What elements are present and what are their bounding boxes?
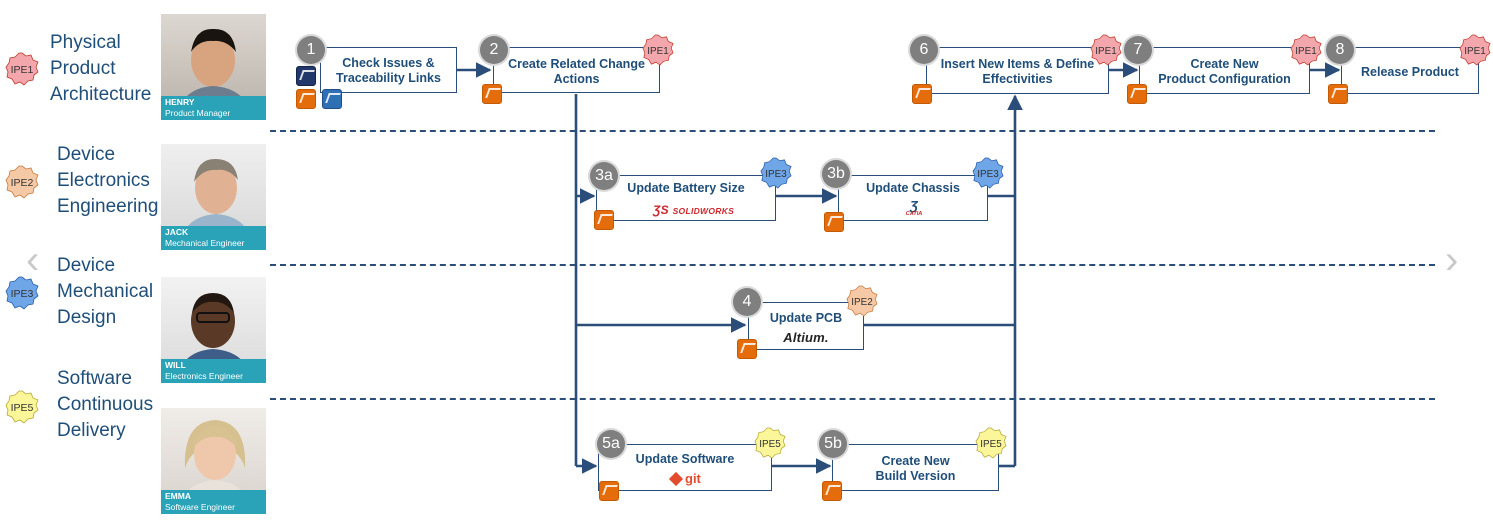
svg-text:IPE5: IPE5 bbox=[759, 439, 781, 450]
enovia-tool-icon[interactable] bbox=[822, 481, 842, 501]
enovia-tool-icon[interactable] bbox=[599, 481, 619, 501]
step-5a-title: Update Software bbox=[635, 452, 735, 466]
svg-text:IPE3: IPE3 bbox=[977, 169, 999, 180]
next-slide-chevron-icon[interactable]: › bbox=[1445, 238, 1459, 282]
step-3a-badge: IPE3 bbox=[760, 157, 792, 189]
prev-slide-chevron-icon[interactable]: ‹ bbox=[26, 238, 40, 282]
step-6-number: 6 bbox=[910, 36, 938, 64]
step-6-box[interactable]: Insert New Items & Define Effectivities bbox=[926, 47, 1109, 94]
step-7-number: 7 bbox=[1124, 36, 1152, 64]
enovia-tool-icon[interactable] bbox=[1127, 84, 1147, 104]
svg-text:IPE1: IPE1 bbox=[647, 46, 669, 57]
step-8-title: Release Product bbox=[1361, 65, 1459, 79]
svg-text:IPE1: IPE1 bbox=[1095, 46, 1117, 57]
step-4-badge: IPE2 bbox=[846, 285, 878, 317]
step-3b-badge: IPE3 bbox=[972, 157, 1004, 189]
step-1-box[interactable]: Check Issues & Traceability Links bbox=[320, 47, 457, 93]
lane-badge-label: IPE1 bbox=[11, 64, 34, 76]
step-2-badge: IPE1 bbox=[642, 34, 674, 66]
step-8-box[interactable]: Release Product bbox=[1341, 47, 1479, 94]
svg-text:IPE3: IPE3 bbox=[765, 169, 787, 180]
step-2-number: 2 bbox=[480, 36, 508, 64]
step-6-title: Insert New Items & Define Effectivities bbox=[940, 57, 1095, 86]
step-2-box[interactable]: Create Related Change Actions bbox=[493, 47, 660, 93]
step-8-badge: IPE1 bbox=[1459, 34, 1491, 66]
lane-divider-2 bbox=[270, 264, 1435, 266]
step-5b-number: 5b bbox=[819, 430, 847, 458]
altium-logo: Altium. bbox=[783, 330, 829, 345]
enovia-tool-icon[interactable] bbox=[482, 84, 502, 104]
step-3b-box[interactable]: Update Chassis Ʒ CATIA bbox=[838, 175, 988, 221]
step-5a-number: 5a bbox=[597, 430, 625, 458]
step-5b-box[interactable]: Create New Build Version bbox=[832, 444, 999, 491]
enovia-tool-icon[interactable] bbox=[296, 66, 316, 86]
step-8-number: 8 bbox=[1326, 36, 1354, 64]
lane-badge-ipe5: IPE5 bbox=[5, 390, 39, 424]
svg-text:IPE5: IPE5 bbox=[980, 439, 1002, 450]
step-5a-badge: IPE5 bbox=[754, 427, 786, 459]
svg-text:IPE1: IPE1 bbox=[1464, 46, 1486, 57]
step-7-title: Create New Product Configuration bbox=[1158, 57, 1291, 86]
lane-badge-ipe3: IPE3 bbox=[5, 276, 39, 310]
step-3a-title: Update Battery Size bbox=[627, 181, 745, 195]
step-5b-title: Create New Build Version bbox=[875, 454, 956, 483]
step-1-title: Check Issues & Traceability Links bbox=[336, 56, 441, 85]
git-logo: git bbox=[668, 471, 701, 487]
enovia-tool-icon[interactable] bbox=[737, 339, 757, 359]
step-6-badge: IPE1 bbox=[1090, 34, 1122, 66]
catia-logo: Ʒ CATIA bbox=[905, 198, 923, 217]
step-4-box[interactable]: Update PCB Altium. bbox=[748, 302, 864, 350]
step-3a-number: 3a bbox=[590, 162, 618, 190]
enovia-tool-icon[interactable] bbox=[912, 84, 932, 104]
enovia-tool-icon[interactable] bbox=[1328, 84, 1348, 104]
lane-badge-ipe2: IPE2 bbox=[5, 165, 39, 199]
svg-text:IPE2: IPE2 bbox=[851, 297, 872, 308]
lane-divider-1 bbox=[270, 130, 1435, 132]
enovia-tool-icon[interactable] bbox=[824, 212, 844, 232]
svg-text:IPE2: IPE2 bbox=[11, 177, 34, 189]
step-3b-number: 3b bbox=[822, 160, 850, 188]
step-3b-title: Update Chassis bbox=[866, 181, 960, 195]
lane-badge-ipe1: IPE1 bbox=[5, 52, 39, 86]
svg-text:IPE5: IPE5 bbox=[11, 402, 34, 414]
step-5a-box[interactable]: Update Software git bbox=[598, 444, 772, 491]
enovia-tool-icon[interactable] bbox=[296, 89, 316, 109]
step-4-title: Update PCB bbox=[769, 311, 843, 325]
enovia-tool-icon[interactable] bbox=[594, 210, 614, 230]
git-icon bbox=[668, 471, 684, 487]
step-7-badge: IPE1 bbox=[1290, 34, 1322, 66]
step-1-number: 1 bbox=[297, 36, 325, 64]
svg-text:IPE1: IPE1 bbox=[1295, 46, 1317, 57]
solidworks-logo: ƷS SOLIDWORKS bbox=[653, 203, 735, 217]
step-2-title: Create Related Change Actions bbox=[508, 57, 645, 86]
svg-text:IPE3: IPE3 bbox=[11, 288, 34, 300]
step-7-box[interactable]: Create New Product Configuration bbox=[1139, 47, 1310, 94]
lane-divider-3 bbox=[270, 398, 1435, 400]
teamwork-tool-icon[interactable] bbox=[322, 89, 342, 109]
step-4-number: 4 bbox=[733, 288, 761, 316]
step-5b-badge: IPE5 bbox=[975, 427, 1007, 459]
step-3a-box[interactable]: Update Battery Size ƷS SOLIDWORKS bbox=[596, 175, 776, 221]
